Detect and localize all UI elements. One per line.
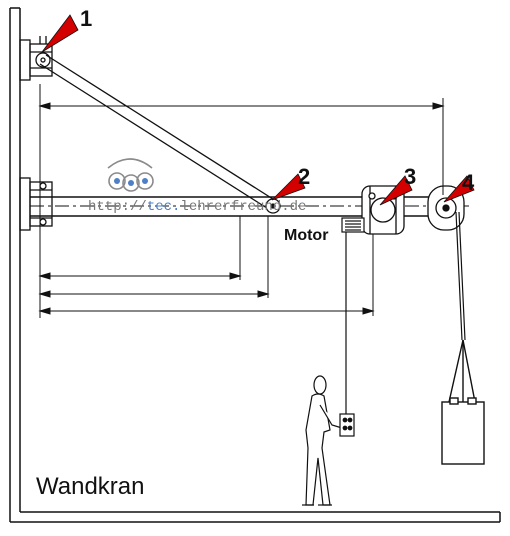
watermark-text: http://tec.lehrerfreund.de (88, 199, 306, 215)
marker-2: 2 (271, 164, 310, 201)
lower-wall-bracket (19, 177, 53, 231)
dimension-lines (38, 84, 445, 318)
floor (10, 511, 501, 523)
marker-2-arrow (271, 173, 306, 201)
joint-pin (265, 198, 281, 214)
marker-3-arrow (379, 175, 413, 206)
marker-3: 3 (379, 164, 416, 206)
marker-1-label: 1 (80, 6, 92, 31)
marker-4-arrow (443, 175, 475, 203)
ropes (345, 211, 466, 414)
diagram-title: Wandkran (36, 473, 145, 500)
operator-figure (302, 375, 355, 506)
marker-1-arrow (41, 14, 79, 53)
motor-label: Motor (284, 227, 328, 244)
load-box (441, 339, 485, 465)
marker-1: 1 (41, 6, 92, 53)
marker-4-label: 4 (462, 170, 475, 195)
marker-4: 4 (443, 170, 475, 203)
owl-logo (107, 158, 154, 192)
tie-rod (39, 54, 277, 211)
upper-wall-bracket (19, 36, 53, 81)
marker-3-label: 3 (404, 164, 416, 189)
motor-unit (341, 217, 365, 233)
marker-2-label: 2 (298, 164, 310, 189)
wall (9, 7, 21, 522)
